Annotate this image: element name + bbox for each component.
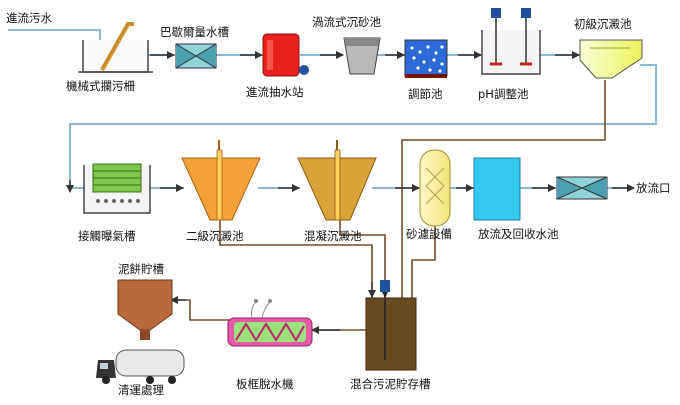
label-influent: 進流污水 (6, 11, 52, 25)
label-sludge: 混合污泥貯存槽 (350, 377, 431, 391)
filter-press-icon (227, 299, 313, 347)
outlet-flume-icon (556, 176, 608, 200)
label-secondary: 二級沉澱池 (186, 229, 244, 243)
label-primary: 初級沉澱池 (574, 17, 632, 31)
label-parshall: 巴歇爾量水槽 (160, 25, 229, 39)
grit-chamber-icon (343, 37, 381, 75)
sludge-line-primary (401, 80, 606, 298)
aeration-tank-icon (83, 163, 151, 214)
label-reuse: 放流及回收水池 (478, 227, 559, 241)
secondary-clarifier-icon (181, 140, 261, 221)
label-coag: 混凝沉澱池 (304, 229, 362, 243)
sludge-line-filter (411, 225, 436, 298)
parshall-flume-icon (175, 43, 217, 69)
label-aeration: 接觸曝氣槽 (78, 229, 136, 243)
coagulation-tank-icon (297, 140, 377, 221)
flow-arrows (66, 51, 635, 334)
bar-screen-unit (78, 22, 153, 73)
label-ph: pH調整池 (478, 87, 529, 101)
pump-station-icon (262, 33, 309, 77)
sludge-line-cake (170, 299, 230, 321)
equalization-basin-icon (404, 39, 448, 78)
primary-clarifier-icon (579, 39, 643, 79)
sludge-line-coag (339, 218, 386, 298)
label-cake: 泥餅貯槽 (118, 262, 164, 276)
label-sandfilter: 砂濾設備 (406, 227, 452, 241)
label-pump: 進流抽水站 (246, 85, 304, 99)
label-screen: 機械式攔污柵 (66, 79, 135, 93)
sand-filter-icon (419, 149, 451, 227)
ph-tank-icon (481, 8, 541, 75)
sludge-storage-tank-icon (365, 280, 417, 371)
label-press: 板框脫水機 (236, 377, 294, 391)
sludge-line-secondary (219, 218, 373, 298)
label-equalization: 調節池 (408, 87, 443, 101)
label-truck: 清運處理 (118, 383, 164, 397)
reuse-tank-icon (473, 157, 521, 221)
truck-icon (96, 349, 185, 384)
cake-hopper-icon (117, 279, 173, 340)
label-grit: 渦流式沉砂池 (312, 15, 381, 29)
label-outlet: 放流口 (636, 181, 671, 195)
